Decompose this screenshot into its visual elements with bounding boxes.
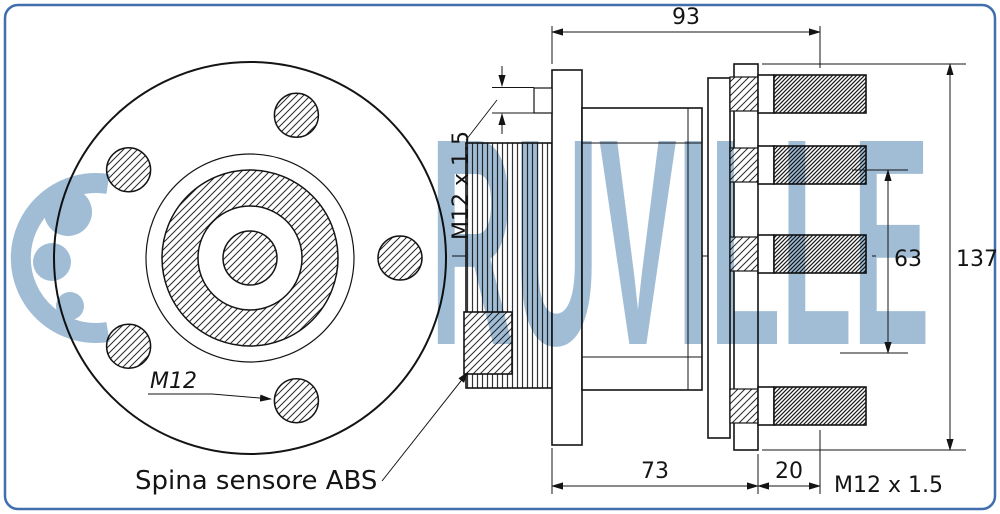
brand-watermark-text: RUVILLE [430, 77, 930, 407]
stud-seat [729, 147, 759, 183]
flange-step [533, 87, 553, 114]
dim-bottom-left-label: 73 [641, 459, 669, 484]
bolt-hole [273, 92, 320, 139]
brand-logo-dot [33, 243, 71, 281]
leader-line [381, 371, 469, 482]
bolt-hole [105, 323, 152, 369]
abs-sensor-pin [463, 311, 513, 375]
wheel-stud-thread [773, 145, 867, 185]
axle-bore [222, 230, 278, 286]
bearing-body [581, 107, 703, 391]
leader-line [211, 393, 272, 402]
leader-line [465, 99, 498, 141]
dim-right-overall-label: 137 [956, 247, 998, 272]
hub-pilot-circle [145, 153, 355, 363]
wheel-stud-thread [773, 234, 867, 274]
dimensions [148, 26, 966, 494]
brand-logo-dot [56, 292, 84, 320]
stud-seat [729, 388, 759, 424]
bolt-hole [105, 147, 152, 193]
bolt-hole [377, 235, 423, 281]
dimension-texts: 93 M12 x 1.5 63 137 73 20 M12 x 1.5 M12 … [135, 5, 998, 498]
brand-logo-dot [44, 188, 92, 236]
ruville-watermark: RUVILLE [10, 77, 930, 407]
wheel-stud-thread [773, 386, 867, 426]
hub-bearing-hatch [162, 170, 338, 346]
wheel-stud-thread [773, 74, 867, 114]
bearing-outer-ring [161, 169, 339, 347]
bearing-inner-ring [197, 205, 303, 311]
dim-left-thread-label: M12 x 1.5 [449, 131, 474, 240]
brand-logo-ring [10, 173, 110, 343]
abs-sensor-label: Spina sensore ABS [135, 466, 377, 496]
dim-bottom-thread-label: M12 x 1.5 [834, 473, 943, 498]
front-view [53, 61, 447, 455]
bolt-hole [273, 377, 320, 424]
dim-right-inner-label: 63 [894, 247, 922, 272]
side-view [452, 63, 876, 451]
dim-bottom-mid-label: 20 [775, 459, 803, 484]
dim-top-width-label: 93 [672, 5, 700, 30]
page-border [3, 3, 997, 511]
front-bolt-thread-label: M12 [150, 369, 197, 394]
